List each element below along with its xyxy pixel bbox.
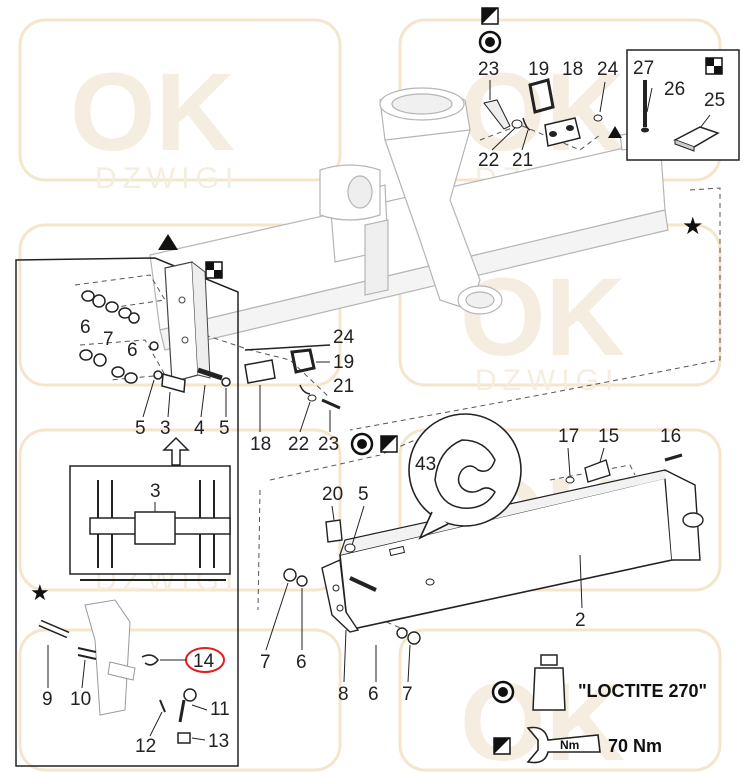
callout-3-detail: 3 — [150, 481, 161, 502]
callout-5-lower: 5 — [358, 484, 369, 505]
beam-top-fasteners: 17 15 16 — [558, 426, 683, 484]
middle-fastener-group: 24 19 21 18 22 23 — [244, 327, 398, 456]
callout-17: 17 — [558, 426, 579, 447]
triangle-marker-left — [158, 234, 178, 250]
callout-22-mid: 22 — [288, 434, 309, 455]
callout-23-mid: 23 — [318, 434, 339, 455]
callout-10: 10 — [70, 689, 91, 710]
triangle-marker — [608, 126, 622, 138]
callout-7-lower-a: 7 — [260, 652, 271, 673]
callout-15: 15 — [598, 426, 619, 447]
callout-5-left-a: 5 — [135, 418, 146, 439]
callout-21-top: 21 — [512, 150, 533, 171]
watermark-logo: OK — [70, 51, 235, 174]
wrench-unit: Nm — [560, 738, 579, 752]
callout-6-lower-b: 6 — [368, 684, 379, 705]
star-marker-left: ★ — [30, 580, 50, 605]
callout-24-top: 24 — [597, 59, 619, 80]
star-marker: ★ — [682, 213, 704, 240]
callout-5-left-b: 5 — [219, 418, 230, 439]
torque-half-icon-legend — [493, 737, 511, 755]
callout-9: 9 — [42, 689, 53, 710]
loctite-dot-icon — [478, 30, 502, 54]
callout-19-top: 19 — [528, 59, 549, 80]
callout-12: 12 — [135, 736, 156, 757]
callout-11: 11 — [210, 699, 230, 720]
torque-square-icon — [705, 57, 723, 75]
callout-14: 14 — [193, 651, 215, 672]
loctite-label: "LOCTITE 270" — [578, 681, 707, 701]
lower-fastener-group: 20 5 7 6 8 6 7 — [260, 484, 421, 705]
loctite-dot-icon-mid — [350, 432, 374, 456]
callout-20: 20 — [322, 484, 343, 505]
callout-43: 43 — [415, 454, 436, 475]
callout-6-left-a: 6 — [80, 317, 91, 338]
loctite-bottle-icon — [532, 654, 566, 711]
callout-26: 26 — [664, 79, 685, 100]
svg-text:DZWIGI: DZWIGI — [475, 364, 619, 397]
callout-3-left: 3 — [160, 418, 171, 439]
torque-value: 70 Nm — [608, 736, 662, 756]
left-detail-panel: 6 7 6 5 3 4 5 3 ★ 14 — [15, 234, 239, 767]
callout-27: 27 — [633, 58, 654, 79]
callout-4-left: 4 — [194, 418, 205, 439]
callout-7-left-a: 7 — [103, 329, 114, 350]
axle-housing-ghost — [149, 87, 669, 351]
callout-22-top: 22 — [478, 150, 499, 171]
torque-square-icon-left — [205, 261, 223, 279]
torque-wrench-icon: Nm — [526, 726, 601, 764]
callout-19-mid: 19 — [333, 352, 354, 373]
detail-box-wear-pad: 27 26 25 — [626, 49, 740, 161]
callout-2: 2 — [575, 610, 586, 631]
callout-24-mid: 24 — [333, 327, 355, 348]
callout-8: 8 — [338, 684, 349, 705]
callout-18-mid: 18 — [250, 434, 271, 455]
callout-6-left-b: 6 — [127, 340, 138, 361]
watermark-subtitle: DZWIGI — [95, 162, 239, 195]
callout-25: 25 — [704, 90, 725, 111]
svg-text:OK: OK — [460, 256, 625, 379]
callout-18-top: 18 — [562, 59, 583, 80]
callout-7-lower-b: 7 — [402, 684, 413, 705]
callout-13: 13 — [208, 731, 229, 752]
legend: "LOCTITE 270" Nm 70 Nm — [491, 654, 707, 764]
callout-16: 16 — [660, 426, 681, 447]
loctite-dot-icon-legend — [491, 680, 515, 704]
callout-23-top: 23 — [478, 59, 499, 80]
callout-21-mid: 21 — [333, 376, 354, 397]
torque-half-icon-mid — [380, 435, 398, 453]
callout-6-lower-a: 6 — [296, 652, 307, 673]
torque-half-icon — [481, 7, 499, 25]
upper-fastener-group: 23 19 18 24 22 21 — [478, 7, 622, 171]
magnifier-43: 43 — [408, 413, 522, 540]
